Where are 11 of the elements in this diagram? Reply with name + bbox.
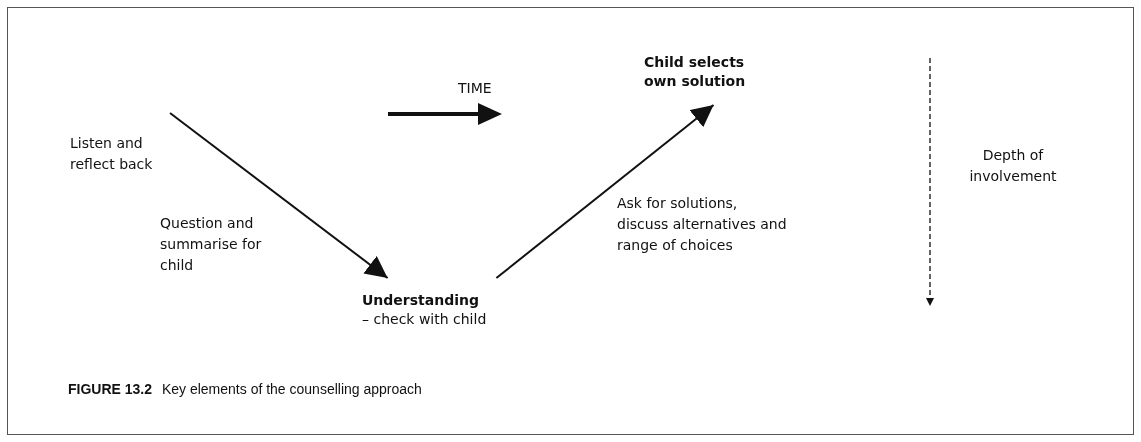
stage-heading: Understanding (362, 291, 480, 310)
stage-heading: Child selects own solution (644, 53, 747, 91)
annotation-text: Question and summarise for child (160, 214, 263, 275)
annotation-text: Depth of involvement (968, 146, 1058, 186)
arrow (495, 104, 715, 279)
figure-caption: FIGURE 13.2 Key elements of the counselling approach (68, 381, 422, 397)
stage-note: – check with child (362, 310, 488, 329)
annotation-text: Ask for solutions, discuss alternatives and range of choices (617, 194, 787, 255)
annotation-text: Listen and reflect back (70, 134, 154, 174)
annotation-text: TIME (458, 79, 493, 98)
arrow (169, 112, 389, 279)
